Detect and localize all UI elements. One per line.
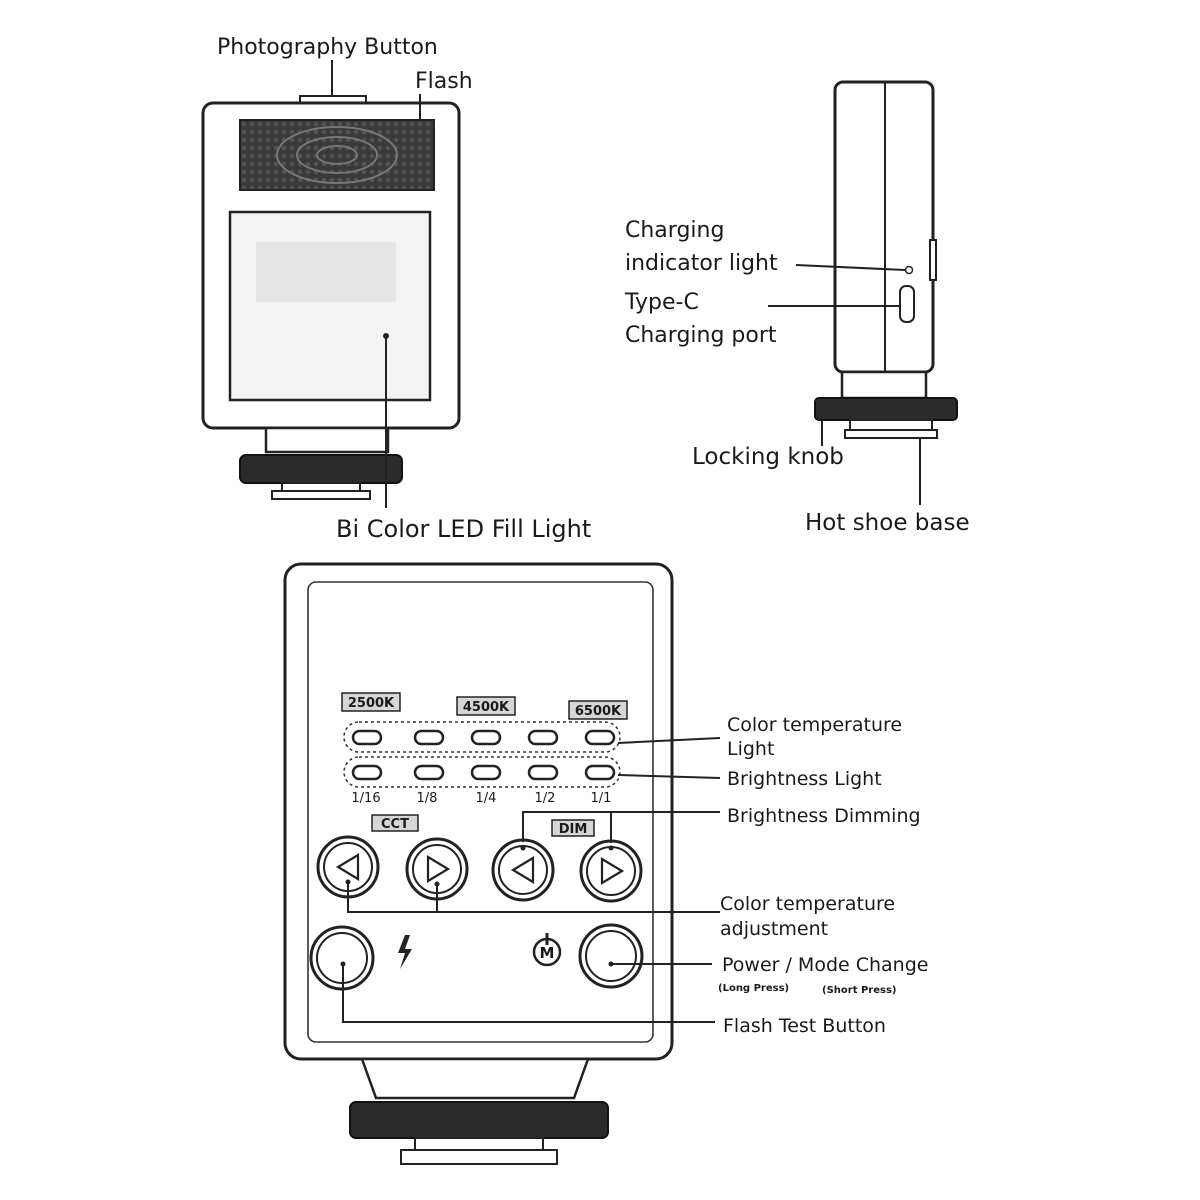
front-mount xyxy=(264,426,390,454)
label-locking-knob: Locking knob xyxy=(692,444,844,470)
dim-group-label: DIM xyxy=(559,822,588,837)
lightning-bolt-icon xyxy=(398,935,412,969)
brightness-led-row xyxy=(343,756,621,788)
label-charging-indicator-1: Charging xyxy=(625,218,724,243)
cct-badges: 2500K 4500K 6500K xyxy=(341,692,628,720)
triangle-right-icon xyxy=(600,857,625,885)
label-hot-shoe-base: Hot shoe base xyxy=(805,510,970,536)
brightness-led-5 xyxy=(584,764,616,781)
triangle-right-icon xyxy=(426,855,451,883)
side-view: Charging indicator light Type-C Charging… xyxy=(624,80,970,536)
label-flash-test: Flash Test Button xyxy=(723,1015,886,1037)
mark-1-16: 1/16 xyxy=(351,791,380,806)
front-view: Photography Button Flash Bi Color LED Fi… xyxy=(201,35,591,543)
brightness-led-4 xyxy=(527,764,559,781)
label-long-press: (Long Press) xyxy=(718,983,789,994)
side-locking-knob xyxy=(814,397,958,421)
badge-6500k: 6500K xyxy=(575,704,622,719)
cct-led-1 xyxy=(351,729,383,746)
cct-group-label: CCT xyxy=(381,817,409,832)
flash-window xyxy=(239,119,435,191)
type-c-port xyxy=(899,285,915,323)
charging-indicator-light xyxy=(904,265,914,275)
cct-right-button[interactable] xyxy=(405,837,469,901)
label-brightness-dimming: Brightness Dimming xyxy=(727,805,921,827)
mode-glyph: M xyxy=(540,944,555,962)
label-charging-indicator-2: indicator light xyxy=(625,251,778,276)
label-flash: Flash xyxy=(415,69,473,94)
badge-2500k: 2500K xyxy=(348,696,395,711)
label-brightness-light: Brightness Light xyxy=(727,768,882,790)
cct-led-3 xyxy=(470,729,502,746)
brightness-led-3 xyxy=(470,764,502,781)
cct-led-2 xyxy=(413,729,445,746)
label-color-temp-light-2: Light xyxy=(727,738,774,760)
cct-led-4 xyxy=(527,729,559,746)
power-icon: M xyxy=(532,933,562,967)
front-locking-knob xyxy=(239,454,403,484)
dim-right-button[interactable] xyxy=(579,839,643,903)
brightness-led-2 xyxy=(413,764,445,781)
back-locking-knob xyxy=(349,1101,609,1139)
cct-led-5 xyxy=(584,729,616,746)
label-photography-button: Photography Button xyxy=(217,35,438,60)
label-type-c-2: Charging port xyxy=(625,323,777,348)
badge-4500k: 4500K xyxy=(463,700,510,715)
mark-1-2: 1/2 xyxy=(535,791,556,806)
triangle-left-icon xyxy=(510,856,535,884)
cct-led-row xyxy=(343,721,621,753)
label-type-c-1: Type-C xyxy=(624,290,699,315)
back-view: 2500K 4500K 6500K 1/16 1/8 1/4 1/2 1/1 C… xyxy=(283,562,928,1165)
brightness-led-1 xyxy=(351,764,383,781)
led-panel xyxy=(228,210,432,402)
power-mode-button[interactable] xyxy=(578,923,644,989)
mark-1-8: 1/8 xyxy=(417,791,438,806)
mark-1-4: 1/4 xyxy=(476,791,497,806)
label-color-temp-adjust-2: adjustment xyxy=(720,918,828,940)
label-color-temp-light-1: Color temperature xyxy=(727,714,902,736)
triangle-left-icon xyxy=(335,853,360,881)
label-short-press: (Short Press) xyxy=(822,985,896,996)
label-color-temp-adjust-1: Color temperature xyxy=(720,893,895,915)
label-fill-light: Bi Color LED Fill Light xyxy=(336,515,591,543)
cct-left-button[interactable] xyxy=(316,835,380,899)
label-power-mode: Power / Mode Change xyxy=(722,954,928,976)
mark-1-1: 1/1 xyxy=(591,791,612,806)
